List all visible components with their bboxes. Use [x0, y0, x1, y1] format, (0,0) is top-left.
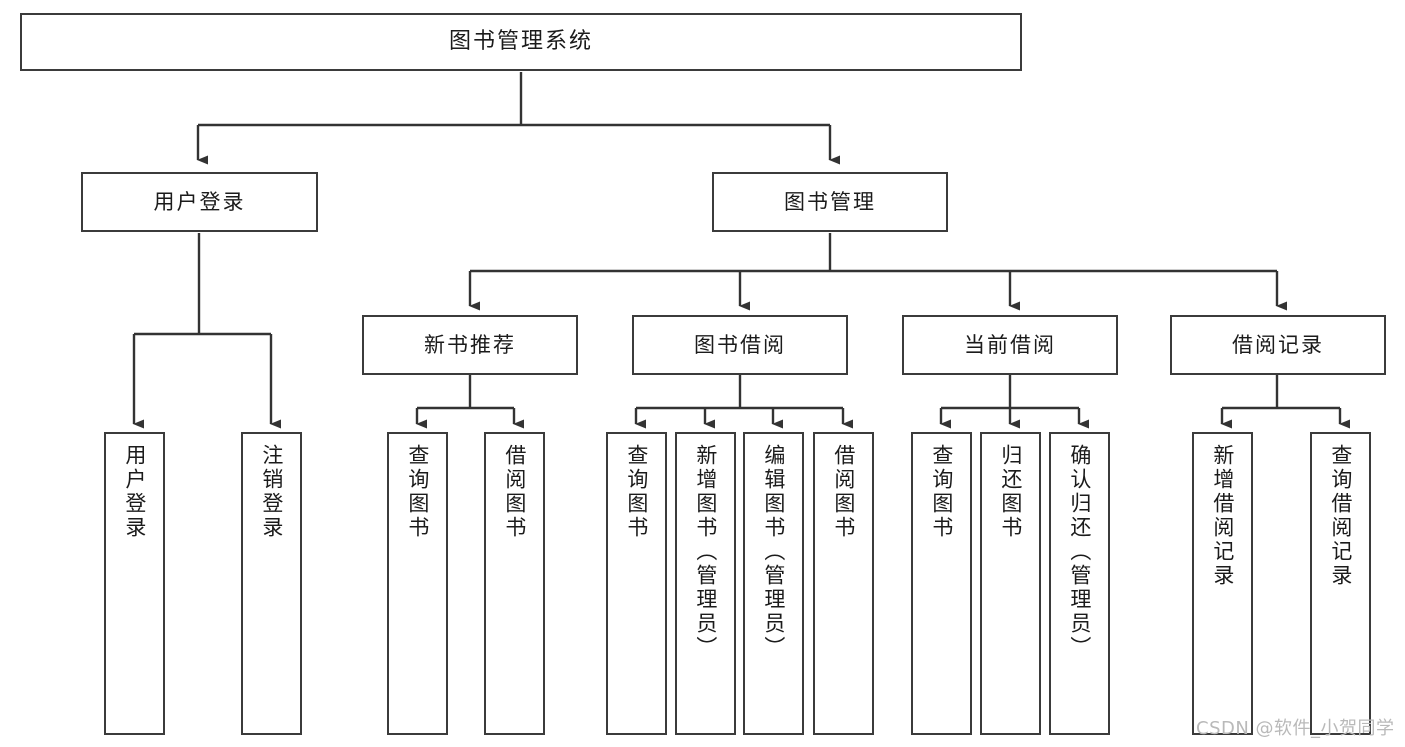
- node-label: 编辑图书（管理员）: [761, 444, 786, 660]
- node-label: 归还图书: [998, 444, 1023, 540]
- node-label: 新增借阅记录: [1210, 444, 1235, 588]
- node-label: 确认归还（管理员）: [1067, 444, 1092, 660]
- leaf-add-book-admin[interactable]: 新增图书（管理员）: [675, 432, 736, 735]
- csdn-watermark: CSDN @软件_小贺同学: [1196, 718, 1395, 739]
- leaf-logout[interactable]: 注销登录: [241, 432, 302, 735]
- node-label: 图书管理: [784, 189, 876, 214]
- node-label: 新增图书（管理员）: [693, 444, 718, 660]
- node-label: 注销登录: [259, 444, 284, 540]
- leaf-return-book[interactable]: 归还图书: [980, 432, 1041, 735]
- node-label: 查询图书: [929, 444, 954, 540]
- leaf-query-book-recommendation[interactable]: 查询图书: [387, 432, 448, 735]
- node-book-borrowing[interactable]: 图书借阅: [632, 315, 848, 375]
- leaf-query-book-current[interactable]: 查询图书: [911, 432, 972, 735]
- leaf-confirm-return-admin[interactable]: 确认归还（管理员）: [1049, 432, 1110, 735]
- leaf-query-book-borrowing[interactable]: 查询图书: [606, 432, 667, 735]
- node-borrowing-record[interactable]: 借阅记录: [1170, 315, 1386, 375]
- node-label: 图书借阅: [694, 332, 786, 357]
- node-root-book-management-system[interactable]: 图书管理系统: [20, 13, 1022, 71]
- leaf-user-login[interactable]: 用户登录: [104, 432, 165, 735]
- node-label: 新书推荐: [424, 332, 516, 357]
- leaf-borrow-book-recommendation[interactable]: 借阅图书: [484, 432, 545, 735]
- leaf-query-borrow-record[interactable]: 查询借阅记录: [1310, 432, 1371, 735]
- node-new-book-recommendation[interactable]: 新书推荐: [362, 315, 578, 375]
- leaf-add-borrow-record[interactable]: 新增借阅记录: [1192, 432, 1253, 735]
- leaf-edit-book-admin[interactable]: 编辑图书（管理员）: [743, 432, 804, 735]
- node-label: 查询借阅记录: [1328, 444, 1353, 588]
- node-user-login[interactable]: 用户登录: [81, 172, 318, 232]
- node-label: 借阅图书: [831, 444, 856, 540]
- leaf-borrow-book[interactable]: 借阅图书: [813, 432, 874, 735]
- node-label: 图书管理系统: [448, 29, 593, 55]
- node-label: 查询图书: [405, 444, 430, 540]
- node-label: 查询图书: [624, 444, 649, 540]
- node-book-management[interactable]: 图书管理: [712, 172, 948, 232]
- node-current-borrowing[interactable]: 当前借阅: [902, 315, 1118, 375]
- node-label: 用户登录: [153, 189, 246, 214]
- node-label: 借阅记录: [1232, 332, 1324, 357]
- node-label: 用户登录: [122, 444, 147, 540]
- node-label: 借阅图书: [502, 444, 527, 540]
- node-label: 当前借阅: [964, 332, 1056, 357]
